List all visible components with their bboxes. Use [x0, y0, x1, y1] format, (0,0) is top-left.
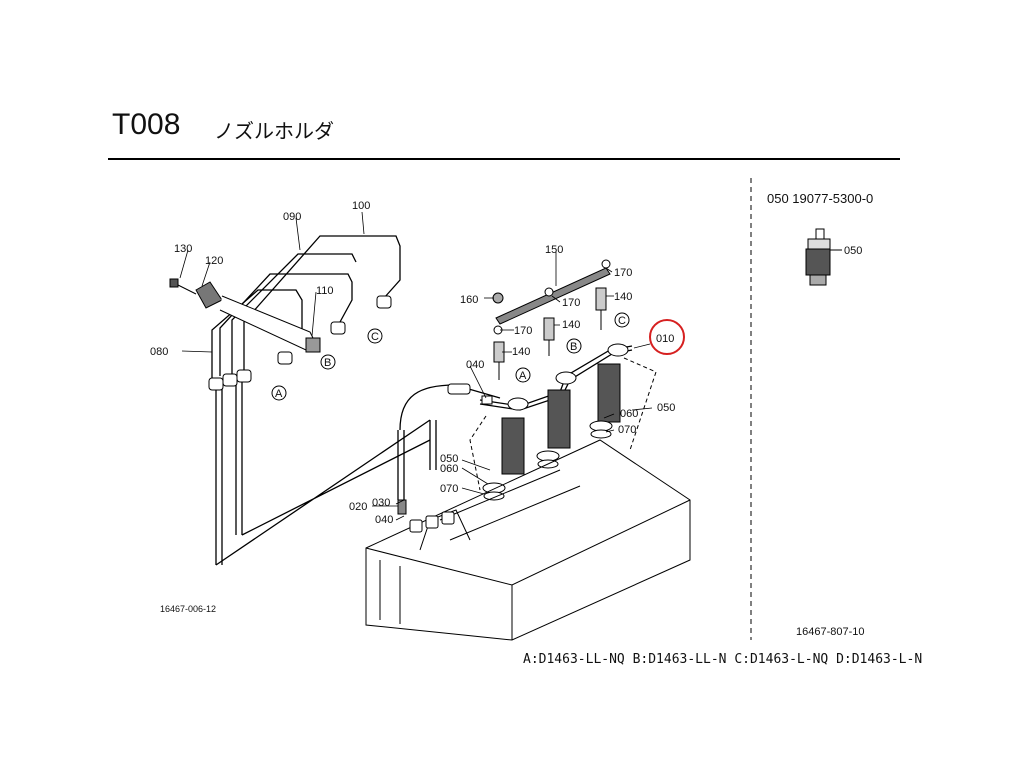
banjo-fittings: [481, 343, 629, 411]
callout-140-a: 140: [512, 346, 530, 358]
callout-020: 020: [349, 501, 367, 513]
callout-070-left: 070: [440, 483, 458, 495]
callout-040-upper: 040: [466, 359, 484, 371]
callout-040-lower: 040: [375, 514, 393, 526]
callout-050-right: 050: [657, 402, 675, 414]
figure-number-right: 16467-807-10: [796, 626, 865, 638]
marker-b-right: B: [570, 341, 577, 353]
side-part-number: 050 19077-5300-0: [767, 191, 874, 206]
variant-markers: [271, 312, 630, 401]
overflow-pipe-150: [492, 259, 611, 335]
injection-pump-outlets: [397, 499, 455, 533]
section-code: T008: [112, 108, 181, 141]
callout-170-b: 170: [562, 297, 580, 309]
callout-030: 030: [372, 497, 390, 509]
injector-bodies: [482, 363, 621, 501]
callout-170-c: 170: [614, 267, 632, 279]
part-callouts: 010 020 030 040 040 050 050 060 060 070 …: [150, 200, 675, 526]
callout-140-c: 140: [614, 291, 632, 303]
callout-150: 150: [545, 244, 563, 256]
callout-100: 100: [352, 200, 370, 212]
cylinder-head: [365, 439, 691, 641]
callout-170-a: 170: [514, 325, 532, 337]
side-nozzle-drawing: [805, 228, 842, 286]
callout-140-b: 140: [562, 319, 580, 331]
callout-050-left: 050: [440, 453, 458, 465]
callout-060-left: 060: [440, 463, 458, 475]
callout-090: 090: [283, 211, 301, 223]
callout-060-right: 060: [620, 408, 638, 420]
variant-legend: A:D1463-LL-NQ B:D1463-LL-N C:D1463-L-NQ …: [523, 652, 923, 667]
marker-b-left: B: [324, 357, 331, 369]
leader-lines: [179, 211, 653, 521]
section-title: ノズルホルダ: [214, 119, 334, 143]
header-rule: [108, 158, 900, 160]
figure-number-left: 16467-006-12: [160, 604, 217, 614]
group-bracket: [469, 357, 657, 491]
highlight-circle-010: [649, 319, 685, 355]
callout-080: 080: [150, 346, 168, 358]
injection-pipes: [211, 235, 501, 566]
callout-010: 010: [656, 333, 674, 345]
marker-a-right: A: [519, 370, 527, 382]
marker-a-left: A: [275, 388, 283, 400]
marker-c-left: C: [371, 331, 379, 343]
side-nozzle-callout: 050: [844, 245, 862, 257]
pipe-nuts: [208, 295, 471, 395]
callout-070-right: 070: [618, 424, 636, 436]
callout-120: 120: [205, 255, 223, 267]
callout-130: 130: [174, 243, 192, 255]
marker-c-right: C: [618, 315, 626, 327]
callout-160: 160: [460, 294, 478, 306]
nozzle-holders: [493, 287, 607, 380]
pipe-clamp: [169, 278, 321, 353]
callout-110: 110: [316, 285, 334, 297]
